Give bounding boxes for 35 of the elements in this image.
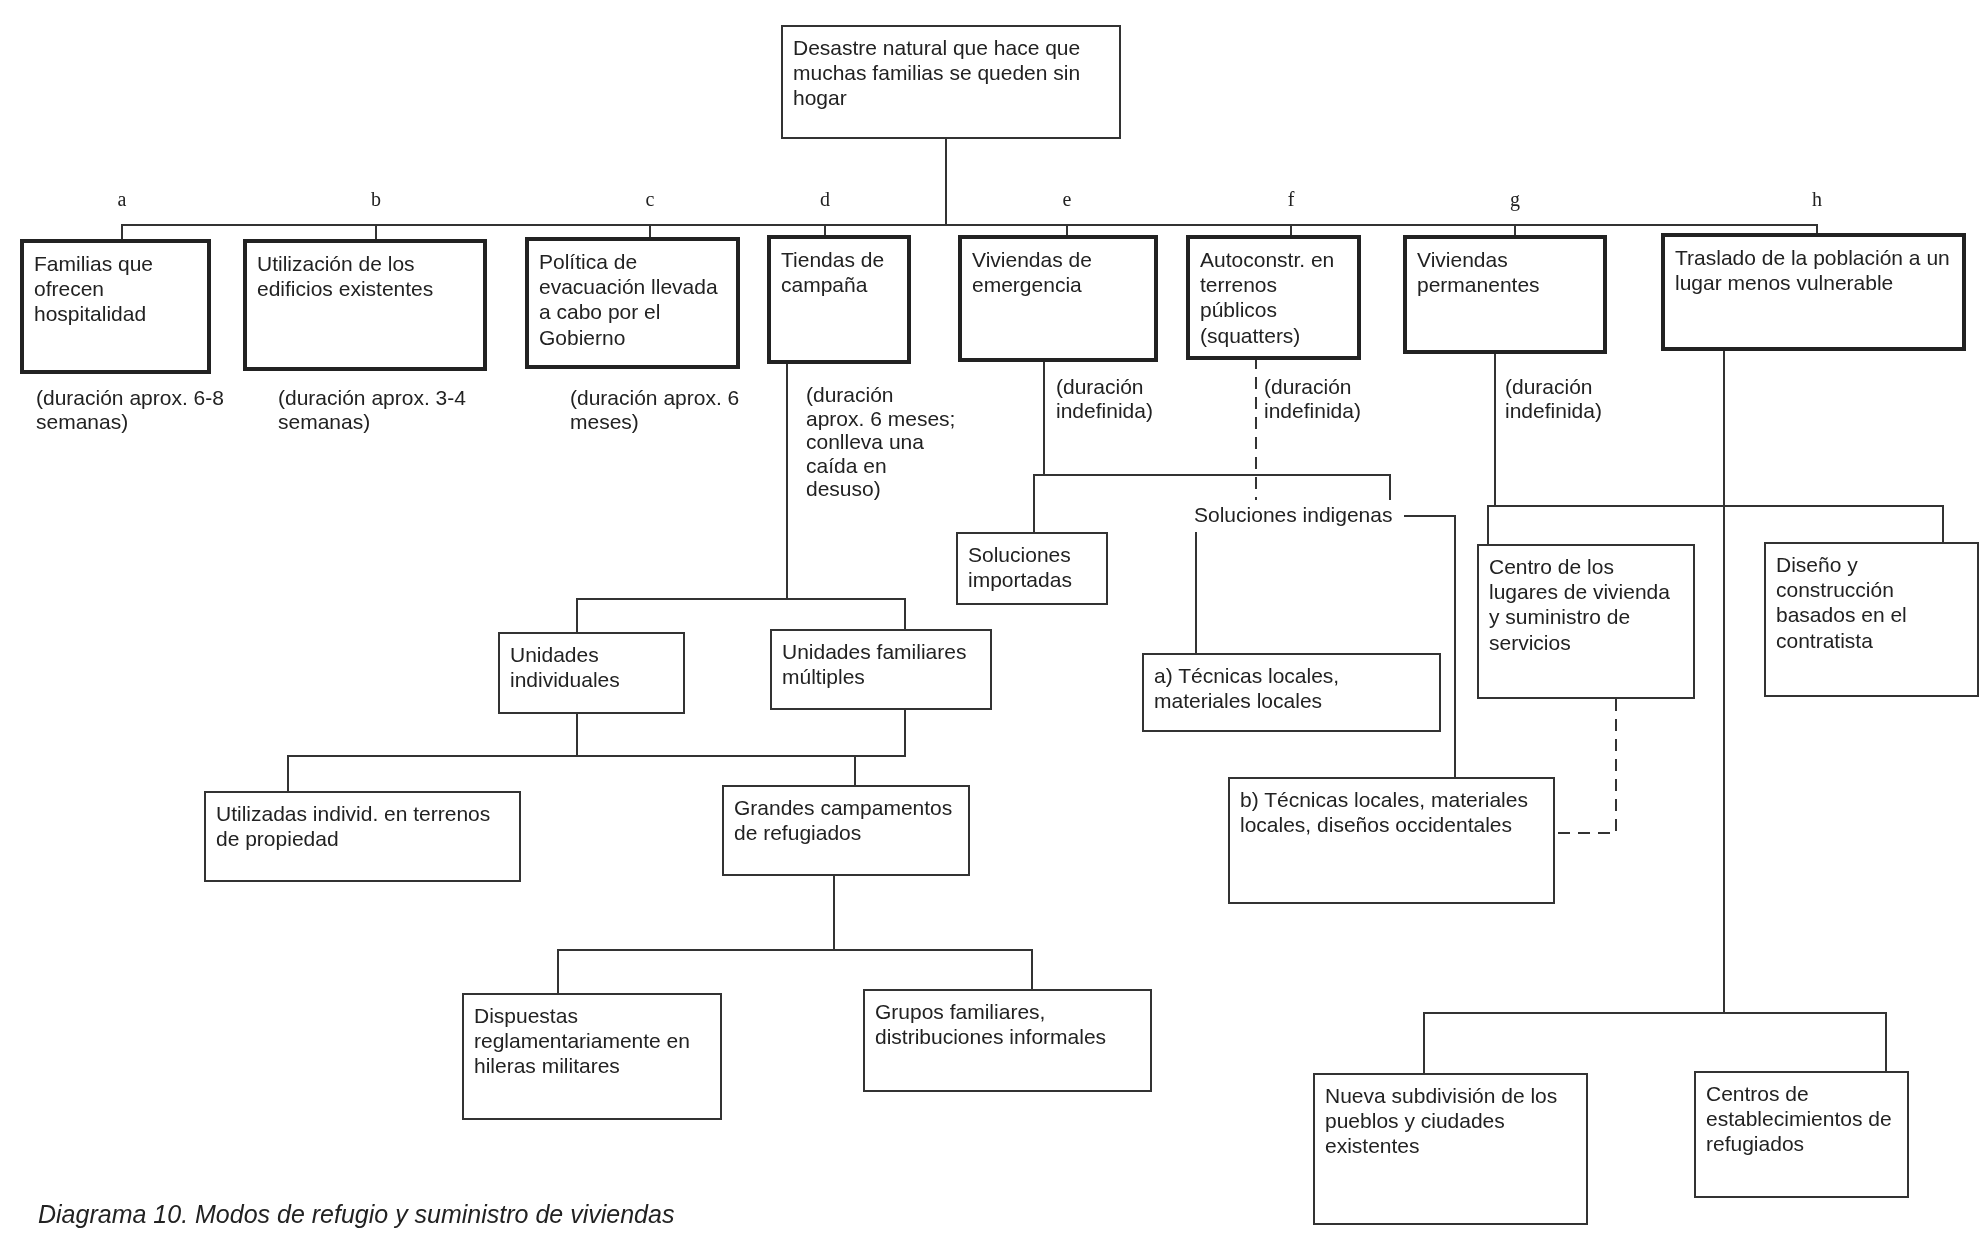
category-box: Utilización de los edificios existentes bbox=[243, 239, 487, 371]
category-box: Viviendas permanentes bbox=[1403, 235, 1607, 354]
duration-note: (duración aprox. 6 meses) bbox=[570, 386, 741, 434]
category-box: Traslado de la población a un lugar menos vulnerable bbox=[1661, 233, 1966, 351]
caption: Diagrama 10. Modos de refugio y suministro de viviendas bbox=[38, 1200, 675, 1229]
duration-note: (duración aprox. 3-4 semanas) bbox=[278, 386, 467, 434]
option-box: Grandes campamentos de refugiados bbox=[722, 785, 970, 876]
option-box: Utilizadas individ. en terrenos de propiedad bbox=[204, 791, 521, 882]
option-box: b) Técnicas locales, materiales locales, diseños occidentales bbox=[1228, 777, 1555, 904]
option-box: Soluciones importadas bbox=[956, 532, 1108, 605]
duration-note: (duración indefinida) bbox=[1056, 375, 1154, 423]
category-box: Autoconstr. en terrenos públicos (squatters) bbox=[1186, 235, 1361, 360]
connector-line bbox=[1195, 531, 1197, 654]
option-box: Nueva subdivisión de los pueblos y ciudades existentes bbox=[1313, 1073, 1588, 1225]
option-box: Centros de establecimientos de refugiados bbox=[1694, 1071, 1909, 1198]
option-box: a) Técnicas locales, materiales locales bbox=[1142, 653, 1441, 732]
duration-note: (duración indefinida) bbox=[1505, 375, 1603, 423]
option-box: Centro de los lugares de vivienda y suministro de servicios bbox=[1477, 544, 1695, 699]
option-box: Grupos familiares, distribuciones informales bbox=[863, 989, 1152, 1092]
option-box: Unidades individuales bbox=[498, 632, 685, 714]
category-box: Familias que ofrecen hospitalidad bbox=[20, 239, 211, 374]
category-box: Política de evacuación llevada a cabo por el Gobierno bbox=[525, 237, 740, 369]
option-box: Desastre natural que hace que muchas familias se queden sin hogar bbox=[781, 25, 1121, 139]
option-box: Dispuestas reglamentariamente en hileras militares bbox=[462, 993, 722, 1120]
duration-note: (duración aprox. 6 meses; conlleva una caída en desuso) bbox=[806, 383, 956, 501]
option-box: Unidades familiares múltiples bbox=[770, 629, 992, 710]
connector-line bbox=[833, 875, 1033, 990]
duration-note: (duración indefinida) bbox=[1264, 375, 1362, 423]
duration-note: (duración aprox. 6-8 semanas) bbox=[36, 386, 225, 434]
option-box: Diseño y construcción basados en el contratista bbox=[1764, 542, 1979, 697]
connector-line bbox=[1403, 515, 1456, 778]
category-box: Tiendas de campaña bbox=[767, 235, 911, 364]
connector-line bbox=[854, 709, 906, 786]
category-box: Viviendas de emergencia bbox=[958, 235, 1158, 362]
branch-label: Soluciones indigenas bbox=[1190, 500, 1404, 532]
